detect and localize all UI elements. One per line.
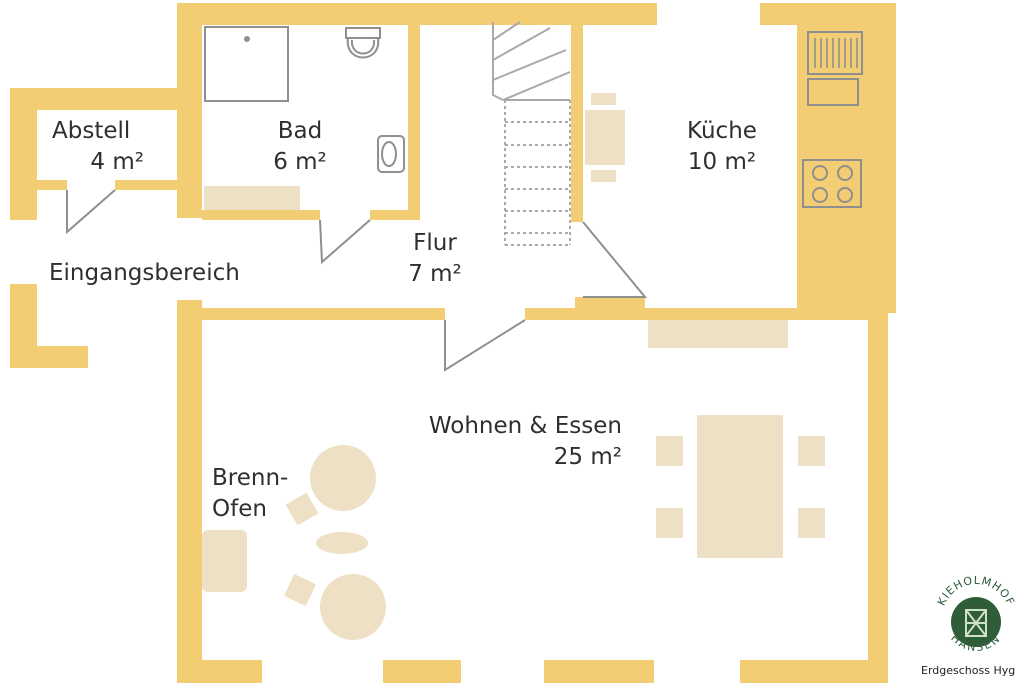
- room-area: 6 m²: [273, 149, 327, 175]
- hall-table: [585, 110, 625, 165]
- furniture: [202, 93, 825, 640]
- kitchen-appliances: [802, 31, 863, 208]
- door-kitchen: [582, 221, 648, 298]
- walls: [10, 3, 896, 683]
- room-area: 25 m²: [553, 444, 622, 470]
- room-name: Flur: [413, 230, 457, 256]
- room-name: Küche: [687, 118, 757, 144]
- ofen-line1: Brenn-: [212, 465, 289, 491]
- armchair: [320, 574, 386, 640]
- room-label-abstell: Abstell 4 m²: [52, 116, 144, 178]
- door-bad: [319, 219, 371, 265]
- hall-chair: [591, 93, 616, 105]
- dining-chair: [656, 436, 683, 466]
- sideboard: [648, 320, 788, 348]
- side-stool: [284, 574, 316, 606]
- room-label-wohnen: Wohnen & Essen 25 m²: [392, 411, 622, 473]
- room-name: Eingangsbereich: [49, 260, 240, 286]
- dining-table: [697, 415, 783, 558]
- room-label-flur: Flur 7 m²: [390, 228, 480, 290]
- label-brennofen: Brenn- Ofen: [212, 463, 288, 525]
- shower-tray: [204, 26, 289, 102]
- toilet-bowl: [346, 37, 380, 59]
- bath-bench: [204, 186, 300, 210]
- plan-caption: Erdgeschoss Hyg: [921, 664, 1016, 677]
- kieholmhof-logo: KIEHOLMHOF HANSEN: [935, 574, 1016, 654]
- hall-chair: [591, 170, 616, 182]
- staircase: [492, 21, 571, 246]
- toilet-seat: [350, 39, 376, 55]
- room-area: 10 m²: [687, 149, 757, 175]
- stove: [202, 530, 247, 592]
- room-name: Bad: [277, 118, 323, 144]
- barn-door-icon: [965, 609, 987, 637]
- toilet-tank: [345, 27, 381, 39]
- cooktop: [802, 159, 862, 208]
- dining-chair: [798, 436, 825, 466]
- side-stool: [285, 492, 319, 526]
- door-living: [444, 319, 526, 372]
- room-label-kueche: Küche 10 m²: [672, 116, 772, 178]
- dining-chair: [798, 508, 825, 538]
- coffee-table: [316, 532, 368, 554]
- bath-fixtures: [204, 26, 405, 173]
- room-name: Wohnen & Essen: [428, 413, 622, 439]
- washbasin: [377, 135, 405, 173]
- door-swings: [66, 189, 648, 372]
- room-area: 7 m²: [408, 261, 462, 287]
- ofen-line2: Ofen: [212, 496, 267, 522]
- sink: [807, 78, 859, 106]
- room-name: Abstell: [52, 118, 131, 144]
- room-area: 4 m²: [90, 149, 144, 175]
- room-label-bad: Bad 6 m²: [256, 116, 344, 178]
- room-label-eingang: Eingangsbereich: [49, 258, 240, 289]
- door-abstell: [66, 189, 116, 235]
- dining-chair: [656, 508, 683, 538]
- armchair: [310, 445, 376, 511]
- sink-cabinet: [807, 31, 863, 75]
